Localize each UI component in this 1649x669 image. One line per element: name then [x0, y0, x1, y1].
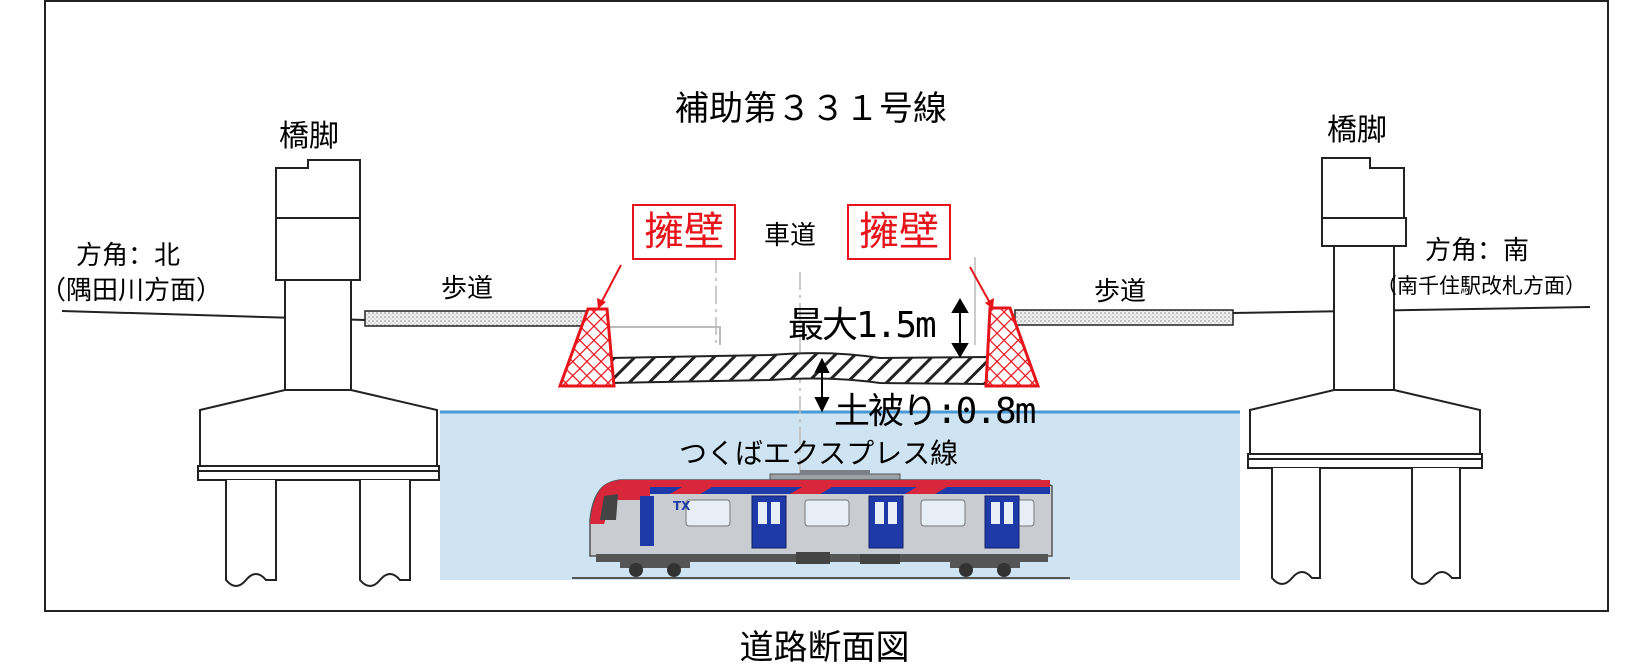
diagram-caption: 道路断面図	[739, 628, 910, 668]
pier-right	[1247, 157, 1483, 585]
ground-line-right	[1232, 306, 1591, 314]
wall-arrow-left	[597, 264, 622, 309]
pier-left	[197, 159, 440, 587]
train-logo: TX	[673, 499, 691, 513]
guardrail-left	[607, 326, 721, 345]
retaining-wall-left-label: 擁壁	[632, 204, 736, 260]
max-height-label: 最大1.5m	[788, 305, 937, 346]
max-height-arrow	[951, 298, 969, 358]
cover-depth-arrow	[814, 357, 830, 413]
train	[572, 470, 1070, 579]
pier-right-label: 橋脚	[1327, 113, 1387, 148]
direction-right-line1: 方角：南	[1425, 236, 1530, 266]
pier-left-label: 橋脚	[279, 119, 339, 154]
retaining-wall-left-shape	[557, 307, 616, 388]
direction-left-line2: （隅田川方面）	[40, 276, 223, 306]
diagram-frame	[44, 0, 1609, 612]
sidewalk-left-label: 歩道	[441, 274, 494, 304]
retaining-wall-right-shape	[984, 306, 1041, 388]
wall-arrow-right	[969, 266, 994, 309]
roadway-label: 車道	[764, 221, 817, 251]
railway-label: つくばエクスプレス線	[679, 437, 959, 470]
direction-right-line2: （南千住駅改札方面）	[1376, 274, 1586, 298]
retaining-wall-right-label: 擁壁	[847, 204, 951, 260]
direction-left-line1: 方角：北	[76, 241, 181, 271]
sidewalk-right-label: 歩道	[1094, 277, 1147, 307]
cover-depth-label: 土被り:0.8m	[834, 391, 1036, 432]
road-name-title: 補助第３３１号線	[675, 89, 947, 129]
